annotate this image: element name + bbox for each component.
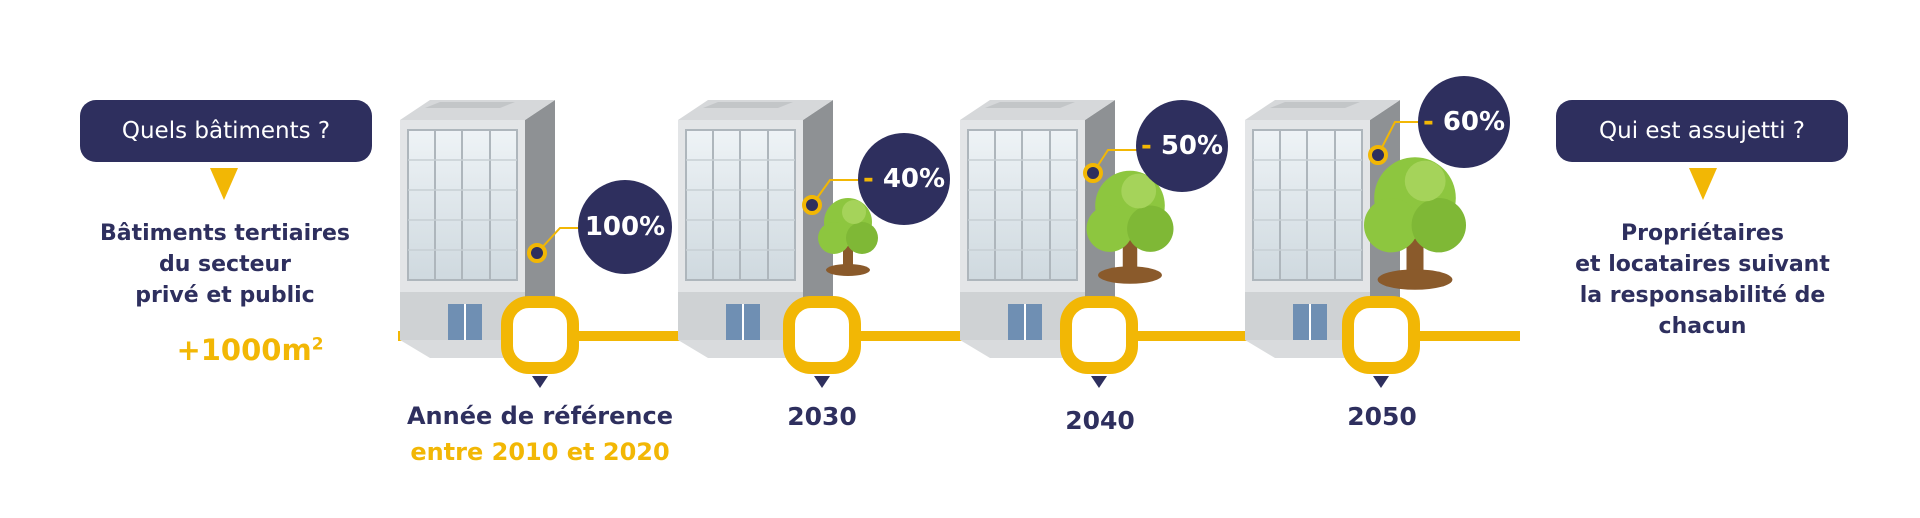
right-line-4: chacun — [1658, 314, 1747, 339]
question-pill-left: Quels bâtiments ? — [80, 100, 372, 162]
question-pill-right: Qui est assujetti ? — [1556, 100, 1848, 162]
area-threshold: +1000m2 — [160, 333, 340, 367]
right-line-2: et locataires suivant — [1575, 252, 1830, 277]
badge-minus-40: - 40% — [858, 133, 950, 225]
connector-dot-2010 — [527, 243, 547, 263]
question-left-text: Quels bâtiments ? — [121, 118, 331, 144]
label-2030: 2030 — [787, 402, 857, 431]
milestone-marker-2010 — [501, 296, 579, 374]
pointer-2030 — [814, 376, 830, 388]
milestone-marker-2040 — [1060, 296, 1138, 374]
left-line-2: du secteur — [158, 252, 292, 277]
badge-40-dash: - — [862, 164, 874, 194]
pointer-2050 — [1373, 376, 1389, 388]
badge-100-text: 100% — [584, 212, 666, 242]
left-line-1: Bâtiments tertiaires — [99, 221, 351, 246]
milestone-marker-2050 — [1342, 296, 1420, 374]
left-description: Bâtiments tertiaires du secteur privé et… — [60, 218, 390, 311]
right-description: Propriétaires et locataires suivant la r… — [1535, 218, 1870, 342]
label-reference-year: Année de référence entre 2010 et 2020 — [405, 398, 675, 470]
area-superscript: 2 — [311, 334, 324, 355]
connector-dot-2030 — [802, 195, 822, 215]
timeline-bar — [398, 331, 1520, 341]
badge-minus-50: - 50% — [1136, 100, 1228, 192]
badge-60-dash: - — [1422, 107, 1434, 137]
right-pointer-triangle — [1689, 168, 1717, 200]
pointer-2010 — [532, 376, 548, 388]
right-line-1: Propriétaires — [1621, 221, 1784, 246]
badge-100-percent: 100% — [578, 180, 672, 274]
badge-50-dash: - — [1140, 131, 1152, 161]
left-line-3: privé et public — [135, 283, 315, 308]
badge-60-text: 60% — [1442, 107, 1506, 137]
right-line-3: la responsabilité de — [1579, 283, 1826, 308]
milestone-marker-2030 — [783, 296, 861, 374]
reference-label: Année de référence — [406, 402, 673, 430]
badge-minus-60: - 60% — [1418, 76, 1510, 168]
left-pointer-triangle — [210, 168, 238, 200]
label-2040: 2040 — [1065, 406, 1135, 435]
reference-sublabel: entre 2010 et 2020 — [410, 438, 670, 466]
area-value: +1000m — [176, 333, 312, 367]
question-right-text: Qui est assujetti ? — [1599, 118, 1805, 144]
badge-50-text: 50% — [1160, 131, 1224, 161]
pointer-2040 — [1091, 376, 1107, 388]
label-2050: 2050 — [1347, 402, 1417, 431]
connector-dot-2050 — [1368, 145, 1388, 165]
connector-dot-2040 — [1083, 163, 1103, 183]
badge-40-text: 40% — [882, 164, 946, 194]
